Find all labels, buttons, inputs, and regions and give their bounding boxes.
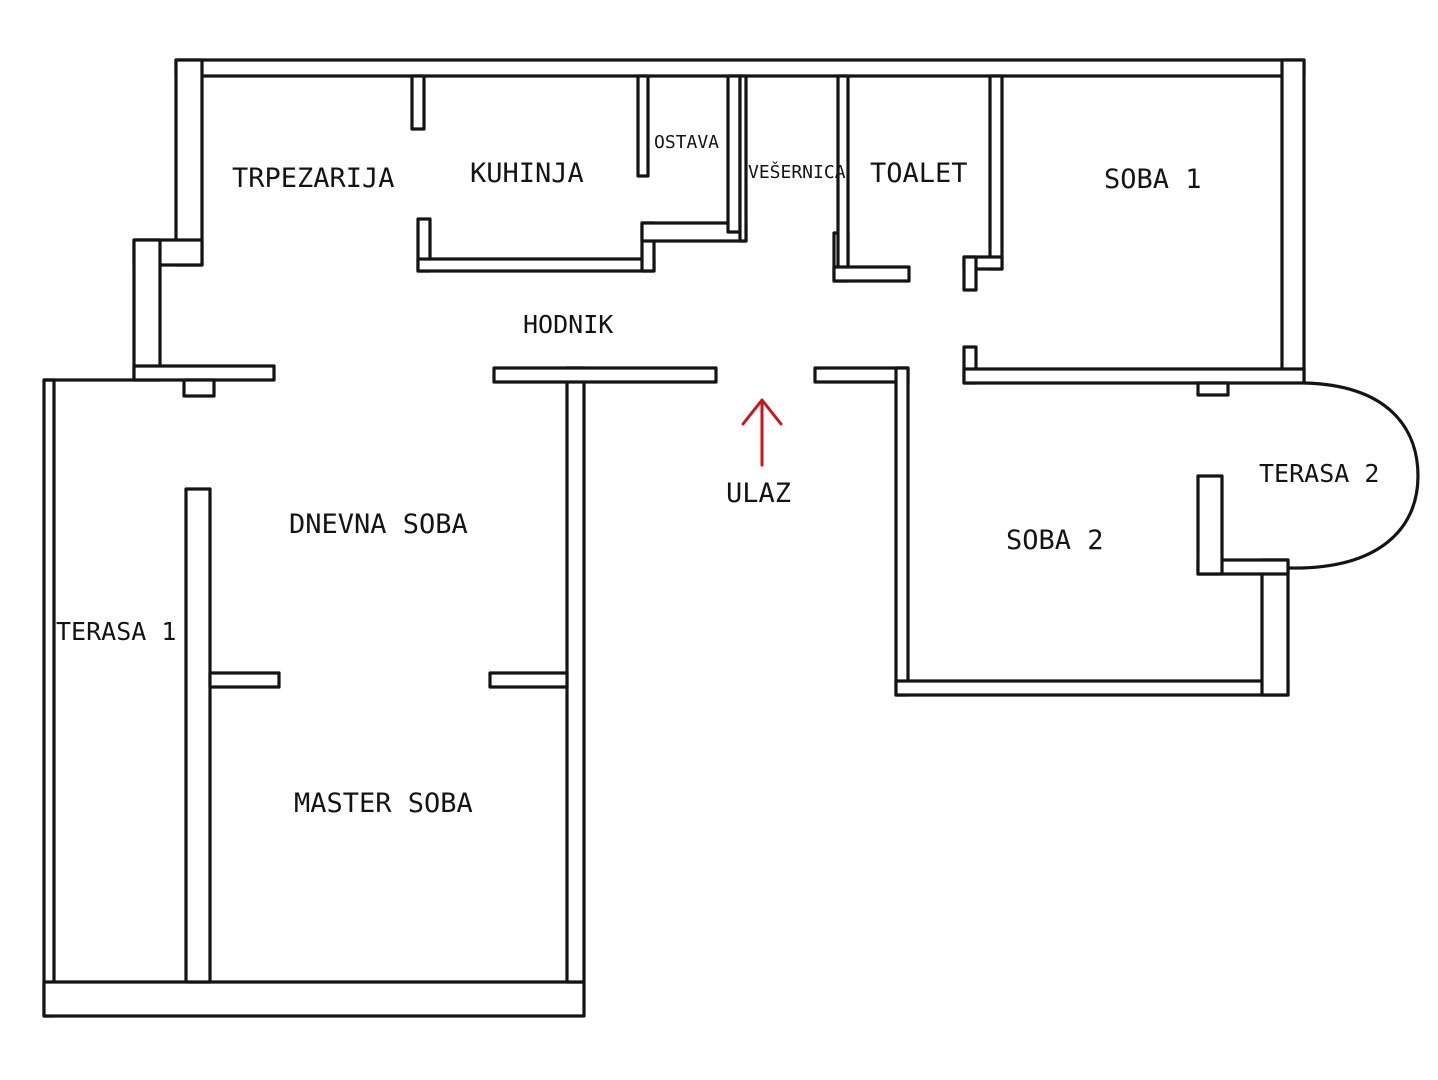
wall-master-right-stub xyxy=(488,671,569,689)
wall-ostava-right xyxy=(726,74,742,234)
wall-toalet-bottom-left xyxy=(832,265,911,283)
wall-terasa2-arc xyxy=(1286,381,1420,570)
wall-soba2-left xyxy=(894,366,910,697)
label-dnevna-soba: DNEVNA SOBA xyxy=(289,509,468,540)
label-ulaz: ULAZ xyxy=(726,478,791,509)
label-vesernica: VEŠERNICA xyxy=(748,161,846,183)
wall-living-right xyxy=(565,366,586,984)
wall-ostava-left xyxy=(636,74,650,178)
wall-top xyxy=(174,58,1306,78)
label-toalet: TOALET xyxy=(870,158,968,189)
bathroom-walls xyxy=(832,74,1004,292)
soba2-walls xyxy=(813,366,1420,697)
wall-bottom xyxy=(42,980,586,1018)
wall-left-upper xyxy=(174,58,204,267)
outer-walls xyxy=(42,58,1306,1018)
wall-kuhinja-bottom xyxy=(416,257,656,273)
wall-left-post xyxy=(182,378,216,398)
wall-terasa1-inner xyxy=(184,487,212,984)
label-hodnik: HODNIK xyxy=(523,310,613,339)
entrance: ULAZ xyxy=(726,398,791,509)
wall-vesernica-left xyxy=(738,74,748,243)
label-terasa1: TERASA 1 xyxy=(56,617,176,646)
wall-left-mid xyxy=(132,238,162,382)
wall-soba1-post xyxy=(1196,381,1230,397)
wall-kuhinja-stub-top xyxy=(410,74,426,131)
wall-toalet-right xyxy=(988,74,1004,271)
wall-toalet-right-stub xyxy=(962,255,978,292)
wall-terasa2-stub xyxy=(1196,474,1224,576)
wall-terasa1-outer xyxy=(42,378,56,1018)
label-terasa2: TERASA 2 xyxy=(1259,459,1379,488)
label-master-soba: MASTER SOBA xyxy=(294,788,473,819)
wall-soba2-bottom xyxy=(894,679,1290,697)
entrance-arrow-icon xyxy=(741,398,783,467)
wall-living-top xyxy=(492,366,718,384)
wall-left-bottom-stub xyxy=(132,364,276,382)
label-ostava: OSTAVA xyxy=(654,132,719,153)
wall-soba1-bottom xyxy=(962,367,1306,385)
label-soba2: SOBA 2 xyxy=(1006,525,1104,556)
label-kuhinja: KUHINJA xyxy=(470,158,584,189)
soba1-walls xyxy=(962,345,1306,397)
label-soba1: SOBA 1 xyxy=(1104,164,1202,195)
wall-right-upper xyxy=(1280,58,1306,384)
wall-soba2-right xyxy=(1260,558,1290,697)
wall-hall-right-top xyxy=(813,366,910,384)
kitchen-walls xyxy=(410,74,748,273)
wall-master-left-stub xyxy=(208,671,281,689)
room-labels: TRPEZARIJA KUHINJA OSTAVA VEŠERNICA TOAL… xyxy=(56,132,1379,819)
label-trpezarija: TRPEZARIJA xyxy=(232,163,395,194)
